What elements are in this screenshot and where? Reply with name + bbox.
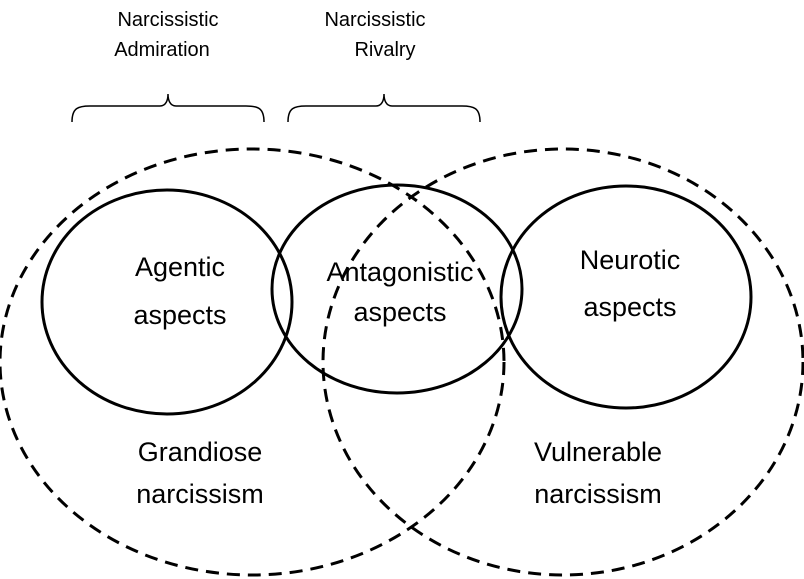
neurotic-aspects-ellipse xyxy=(499,184,753,410)
antagonistic-aspects-ellipse xyxy=(270,183,524,395)
grandiose-narcissism-ellipse xyxy=(0,147,506,577)
vulnerable-label-line2: narcissism xyxy=(534,479,662,509)
rivalry-label-line1: Narcissistic xyxy=(324,9,425,31)
rivalry-label-line2: Rivalry xyxy=(354,39,415,61)
neurotic-label-line1: Neurotic xyxy=(580,245,681,275)
vulnerable-narcissism-ellipse xyxy=(321,147,804,577)
vulnerable-label-line1: Vulnerable xyxy=(534,437,662,467)
agentic-aspects-ellipse xyxy=(40,188,294,416)
admiration-bracket xyxy=(71,93,265,123)
neurotic-label-line2: aspects xyxy=(583,292,676,322)
antagonistic-label-line1: Antagonistic xyxy=(326,257,473,287)
admiration-label-line2: Admiration xyxy=(114,39,210,61)
grandiose-label-line2: narcissism xyxy=(136,479,264,509)
grandiose-label-line1: Grandiose xyxy=(138,437,263,467)
agentic-label-line2: aspects xyxy=(133,300,226,330)
antagonistic-label-line2: aspects xyxy=(353,297,446,327)
agentic-label-line1: Agentic xyxy=(135,252,225,282)
admiration-label-line1: Narcissistic xyxy=(117,9,218,31)
rivalry-bracket xyxy=(287,93,481,123)
